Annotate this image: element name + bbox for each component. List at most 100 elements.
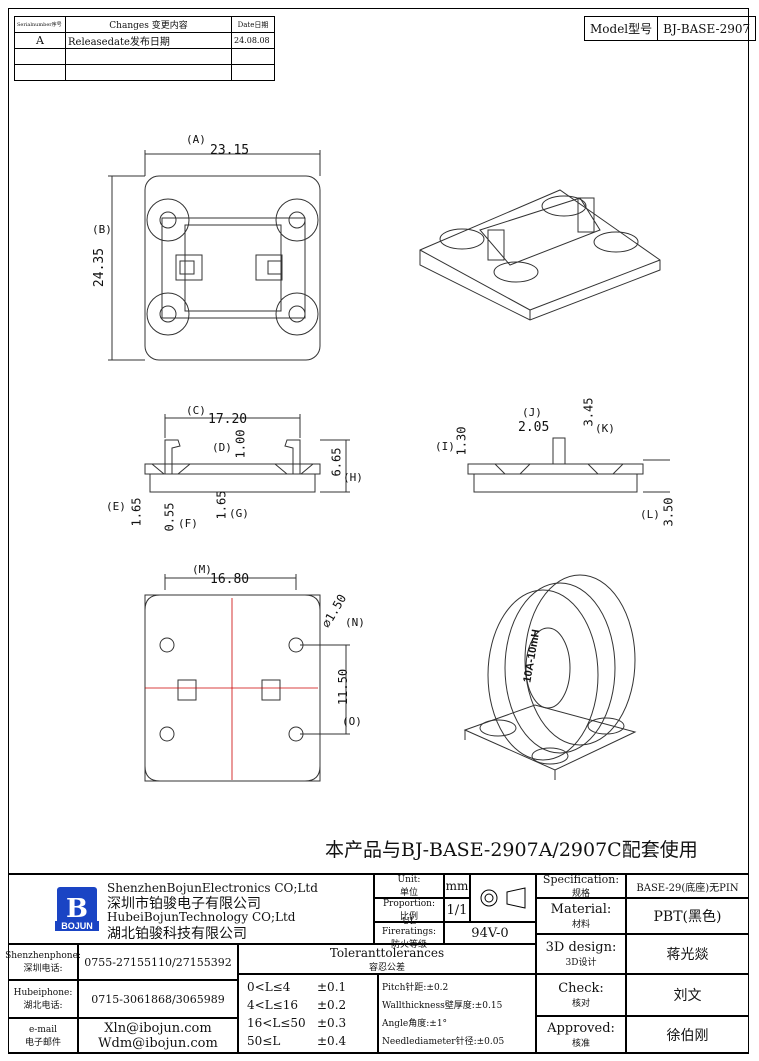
contact-label-hb: Hubeiphone: 湖北电话: bbox=[8, 980, 78, 1018]
serial-header: Serialnumber序号 bbox=[14, 16, 66, 33]
check-label-cell: Check: 核对 bbox=[536, 974, 626, 1016]
check-label-cn: 核对 bbox=[571, 999, 590, 1009]
contact-label: Hubeiphone: bbox=[13, 987, 73, 998]
contact-label-cn: 电子邮件 bbox=[24, 1037, 61, 1048]
dim-g-value: 1.65 bbox=[214, 490, 229, 520]
design-value: 蒋光燚 bbox=[626, 934, 749, 974]
dim-h-value: 6.65 bbox=[329, 447, 344, 477]
tolerance-ranges: 0<L≤4±0.1 4<L≤16±0.2 16<L≤50±0.3 50≤L±0.… bbox=[238, 974, 378, 1054]
spec-value: BASE-29(底座)无PIN bbox=[626, 874, 749, 898]
tolerance-value: ±0.2 bbox=[317, 998, 347, 1012]
dim-h-label: (H) bbox=[343, 471, 363, 484]
front-view bbox=[144, 414, 350, 493]
approved-label-cell: Approved:核准 bbox=[536, 1016, 626, 1054]
tolerance-value: ±0.4 bbox=[317, 1034, 347, 1048]
design-label-cell: 3D design: 3D设计 bbox=[536, 934, 626, 974]
revision-table: Serialnumber序号 Changes 变更内容 Date日期 A Rel… bbox=[14, 16, 275, 81]
revision-change: Releasedate发布日期 bbox=[65, 32, 232, 49]
model-box: Model型号 BJ-BASE-2907 bbox=[584, 16, 757, 41]
coil-iso-view bbox=[463, 574, 637, 780]
dim-g-label: (G) bbox=[229, 507, 249, 520]
dim-i-label: (I) bbox=[435, 440, 455, 453]
proportion-label-cn: 比例 bbox=[399, 911, 418, 922]
date-header: Date日期 bbox=[231, 16, 275, 33]
revision-date bbox=[231, 48, 275, 65]
dim-m-label: (M) bbox=[192, 563, 212, 576]
email-2: Wdm@ibojun.com bbox=[98, 1036, 218, 1051]
check-label: Check: bbox=[558, 981, 604, 996]
dim-i-value: 1.30 bbox=[454, 426, 469, 456]
tolerance-range: 16<L≤50 bbox=[247, 1016, 306, 1030]
dim-o-label: (O) bbox=[342, 715, 362, 728]
dim-d-value: 1.00 bbox=[233, 429, 248, 459]
revision-date: 24.08.08 bbox=[231, 32, 275, 49]
dim-m-value: 16.80 bbox=[210, 572, 250, 587]
revision-date bbox=[231, 64, 275, 81]
tolerance-needle: Needlediameter针径:±0.05 bbox=[382, 1037, 505, 1047]
approved-label-cn: 核准 bbox=[571, 1039, 590, 1049]
dim-l-value: 3.50 bbox=[661, 497, 676, 527]
top-view bbox=[108, 150, 321, 361]
iso-view bbox=[419, 189, 661, 321]
ul-label-cell: UL Fireratings:防火等级 bbox=[374, 917, 444, 950]
company-name-en-2: HubeiBojunTechnology CO;Ltd bbox=[107, 910, 296, 924]
contact-value-hb: 0715-3061868/3065989 bbox=[78, 980, 238, 1018]
ul-value: 94V-0 bbox=[444, 922, 536, 944]
spec-label: Specification: bbox=[542, 873, 620, 886]
email-1: Xln@ibojun.com bbox=[104, 1021, 212, 1036]
revision-row bbox=[14, 48, 275, 65]
spec-label-cell: Specification: 规格 bbox=[536, 873, 626, 899]
dim-c-label: (C) bbox=[186, 404, 206, 417]
contact-label-cn: 湖北电话: bbox=[23, 1000, 63, 1011]
dim-o-value: 11.50 bbox=[336, 668, 351, 706]
contact-label: e-mail bbox=[28, 1024, 58, 1035]
dim-e-label: (E) bbox=[106, 500, 126, 513]
dim-l-label: (L) bbox=[640, 508, 660, 521]
tolerance-title-cn: 容忍公差 bbox=[368, 962, 405, 973]
company-box: B BOJUN ShenzhenBojunElectronics CO;Ltd … bbox=[8, 874, 374, 944]
dim-j-value: 2.05 bbox=[518, 420, 550, 435]
unit-value: mm bbox=[444, 874, 470, 898]
material-label-cn: 材料 bbox=[571, 920, 590, 930]
ul-label: UL Fireratings: bbox=[381, 916, 437, 937]
proportion-label-cell: Proportion:比例 bbox=[374, 898, 444, 922]
unit-label: Unit: bbox=[397, 874, 421, 885]
proportion-value: 1/1 bbox=[444, 898, 470, 922]
tolerance-pitch: Pitch针距:±0.2 bbox=[382, 983, 449, 993]
revision-row bbox=[14, 64, 275, 81]
tolerance-others: Pitch针距:±0.2 Wallthickness壁厚度:±0.15 Angl… bbox=[378, 974, 536, 1054]
dim-d-label: (D) bbox=[212, 441, 232, 454]
dim-a-label: (A) bbox=[186, 133, 206, 146]
projection-symbol bbox=[470, 874, 536, 922]
tolerance-range: 0<L≤4 bbox=[247, 980, 291, 994]
contact-label-email: e-mail 电子邮件 bbox=[8, 1018, 78, 1054]
tolerance-range: 4<L≤16 bbox=[247, 998, 298, 1012]
tolerance-value: ±0.1 bbox=[317, 980, 347, 994]
company-name-cn-2: 湖北铂骏科技有限公司 bbox=[107, 926, 247, 942]
dim-k-label: (K) bbox=[595, 422, 615, 435]
revision-change bbox=[65, 64, 232, 81]
dim-f-value: 0.55 bbox=[162, 502, 177, 532]
revision-serial bbox=[14, 64, 66, 81]
title-block: B BOJUN ShenzhenBojunElectronics CO;Ltd … bbox=[5, 873, 749, 1054]
technical-drawing bbox=[108, 150, 670, 782]
contact-value-sz: 0755-27155110/27155392 bbox=[78, 944, 238, 980]
tolerance-range: 50≤L bbox=[247, 1034, 281, 1048]
revision-serial: A bbox=[14, 32, 66, 49]
dim-b-value: 24.35 bbox=[92, 247, 108, 288]
unit-label-cn: 单位 bbox=[399, 887, 418, 898]
revision-change bbox=[65, 48, 232, 65]
design-label: 3D design: bbox=[545, 940, 617, 955]
bottom-view bbox=[144, 574, 350, 782]
changes-header: Changes 变更内容 bbox=[65, 16, 232, 33]
tolerance-wall: Wallthickness壁厚度:±0.15 bbox=[382, 1001, 503, 1011]
dim-b-label: (B) bbox=[92, 223, 112, 236]
side-view bbox=[467, 437, 670, 493]
unit-label-cell: Unit: 单位 bbox=[374, 874, 444, 898]
dim-e-value: 1.65 bbox=[129, 497, 144, 527]
spec-label-cn: 规格 bbox=[571, 889, 590, 899]
company-name-en-1: ShenzhenBojunElectronics CO;Ltd bbox=[107, 881, 318, 895]
design-label-cn: 3D设计 bbox=[565, 958, 597, 968]
